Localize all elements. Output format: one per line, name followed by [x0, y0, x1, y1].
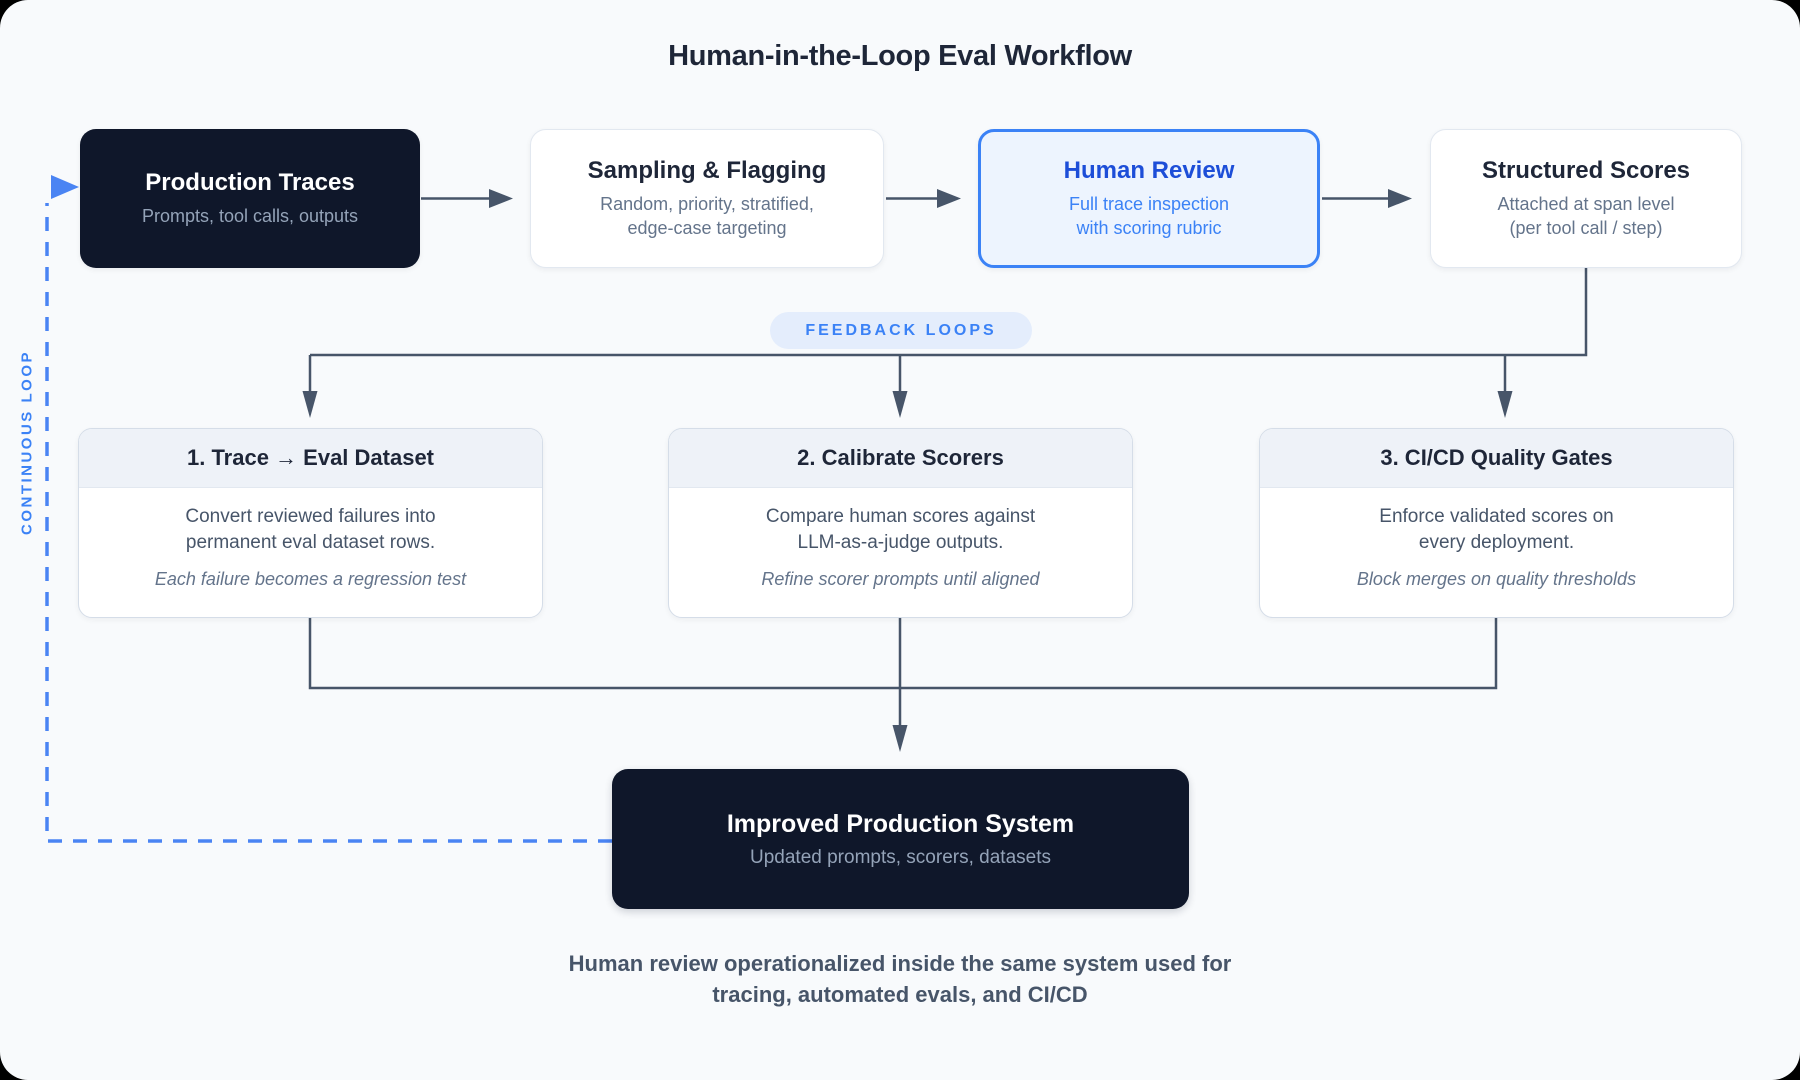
node-subtitle: Random, priority, stratified, edge-case … — [600, 192, 814, 241]
node-note: Refine scorer prompts until aligned — [761, 569, 1040, 590]
feedback-tree — [308, 268, 1588, 394]
subtitle-line: Random, priority, stratified, — [600, 193, 814, 214]
node-subtitle: Prompts, tool calls, outputs — [141, 205, 359, 226]
node-note: Each failure becomes a regression test — [154, 569, 467, 590]
node-body: Enforce validated scores on every deploy… — [1260, 488, 1733, 556]
continuous-loop-path — [45, 175, 612, 843]
arrow-prod-to-sampling — [421, 189, 513, 208]
feedback-loops-badge: FEEDBACK LOOPS — [770, 312, 1032, 349]
node-header: 3. CI/CD Quality Gates — [1260, 429, 1733, 488]
node-calibrate-scorers: 2. Calibrate Scorers Compare human score… — [668, 428, 1133, 618]
loop-arrowhead-icon — [51, 175, 79, 199]
body-line: Convert reviewed failures into — [185, 506, 436, 527]
diagram-caption: Human review operationalized inside the … — [0, 948, 1800, 1010]
node-trace-eval-dataset: 1. Trace → Eval Dataset Convert reviewed… — [78, 428, 543, 618]
node-subtitle: Full trace inspection with scoring rubri… — [1069, 192, 1229, 241]
subtitle-line: Attached at span level — [1497, 193, 1675, 214]
node-title: Structured Scores — [1481, 156, 1691, 184]
caption-line: tracing, automated evals, and CI/CD — [712, 982, 1088, 1008]
node-body: Compare human scores against LLM-as-a-ju… — [669, 488, 1132, 556]
node-subtitle: Attached at span level (per tool call / … — [1497, 192, 1674, 241]
node-cicd-quality-gates: 3. CI/CD Quality Gates Enforce validated… — [1259, 428, 1734, 618]
converge-tree — [308, 618, 1498, 728]
subtitle-line: edge-case targeting — [627, 218, 787, 238]
body-line: Enforce validated scores on — [1379, 506, 1614, 527]
arrowhead-to-cicd — [1497, 391, 1513, 418]
body-line: permanent eval dataset rows. — [185, 532, 436, 554]
node-improved-production-system: Improved Production System Updated promp… — [612, 769, 1189, 909]
subtitle-line: (per tool call / step) — [1509, 218, 1663, 238]
node-note: Block merges on quality thresholds — [1356, 569, 1637, 590]
node-human-review: Human Review Full trace inspection with … — [978, 129, 1320, 268]
caption-line: Human review operationalized inside the … — [568, 951, 1232, 976]
arrowhead-to-result — [892, 725, 908, 752]
node-body: Convert reviewed failures into permanent… — [79, 488, 542, 556]
node-sampling-flagging: Sampling & Flagging Random, priority, st… — [530, 129, 884, 268]
node-title: Sampling & Flagging — [587, 156, 827, 184]
node-subtitle: Updated prompts, scorers, datasets — [750, 846, 1051, 868]
body-line: every deployment. — [1418, 532, 1575, 554]
body-line: Compare human scores against — [765, 506, 1036, 527]
arrow-review-to-scores — [1322, 189, 1412, 208]
arrow-sampling-to-review — [886, 189, 961, 208]
arrowhead-to-dataset — [302, 391, 318, 418]
subtitle-line: with scoring rubric — [1076, 218, 1222, 238]
page-title: Human-in-the-Loop Eval Workflow — [668, 40, 1132, 72]
node-header: 1. Trace → Eval Dataset — [79, 429, 542, 488]
node-title: Human Review — [1063, 156, 1235, 184]
node-title: Production Traces — [145, 168, 355, 196]
body-line: LLM-as-a-judge outputs. — [797, 532, 1004, 554]
continuous-loop-label: CONTINUOUS LOOP — [18, 350, 36, 536]
arrowhead-to-calibrate — [892, 391, 908, 418]
node-structured-scores: Structured Scores Attached at span level… — [1430, 129, 1742, 268]
subtitle-line: Full trace inspection — [1068, 193, 1230, 214]
node-header: 2. Calibrate Scorers — [669, 429, 1132, 488]
node-production-traces: Production Traces Prompts, tool calls, o… — [80, 129, 420, 268]
node-title: Improved Production System — [726, 809, 1075, 838]
